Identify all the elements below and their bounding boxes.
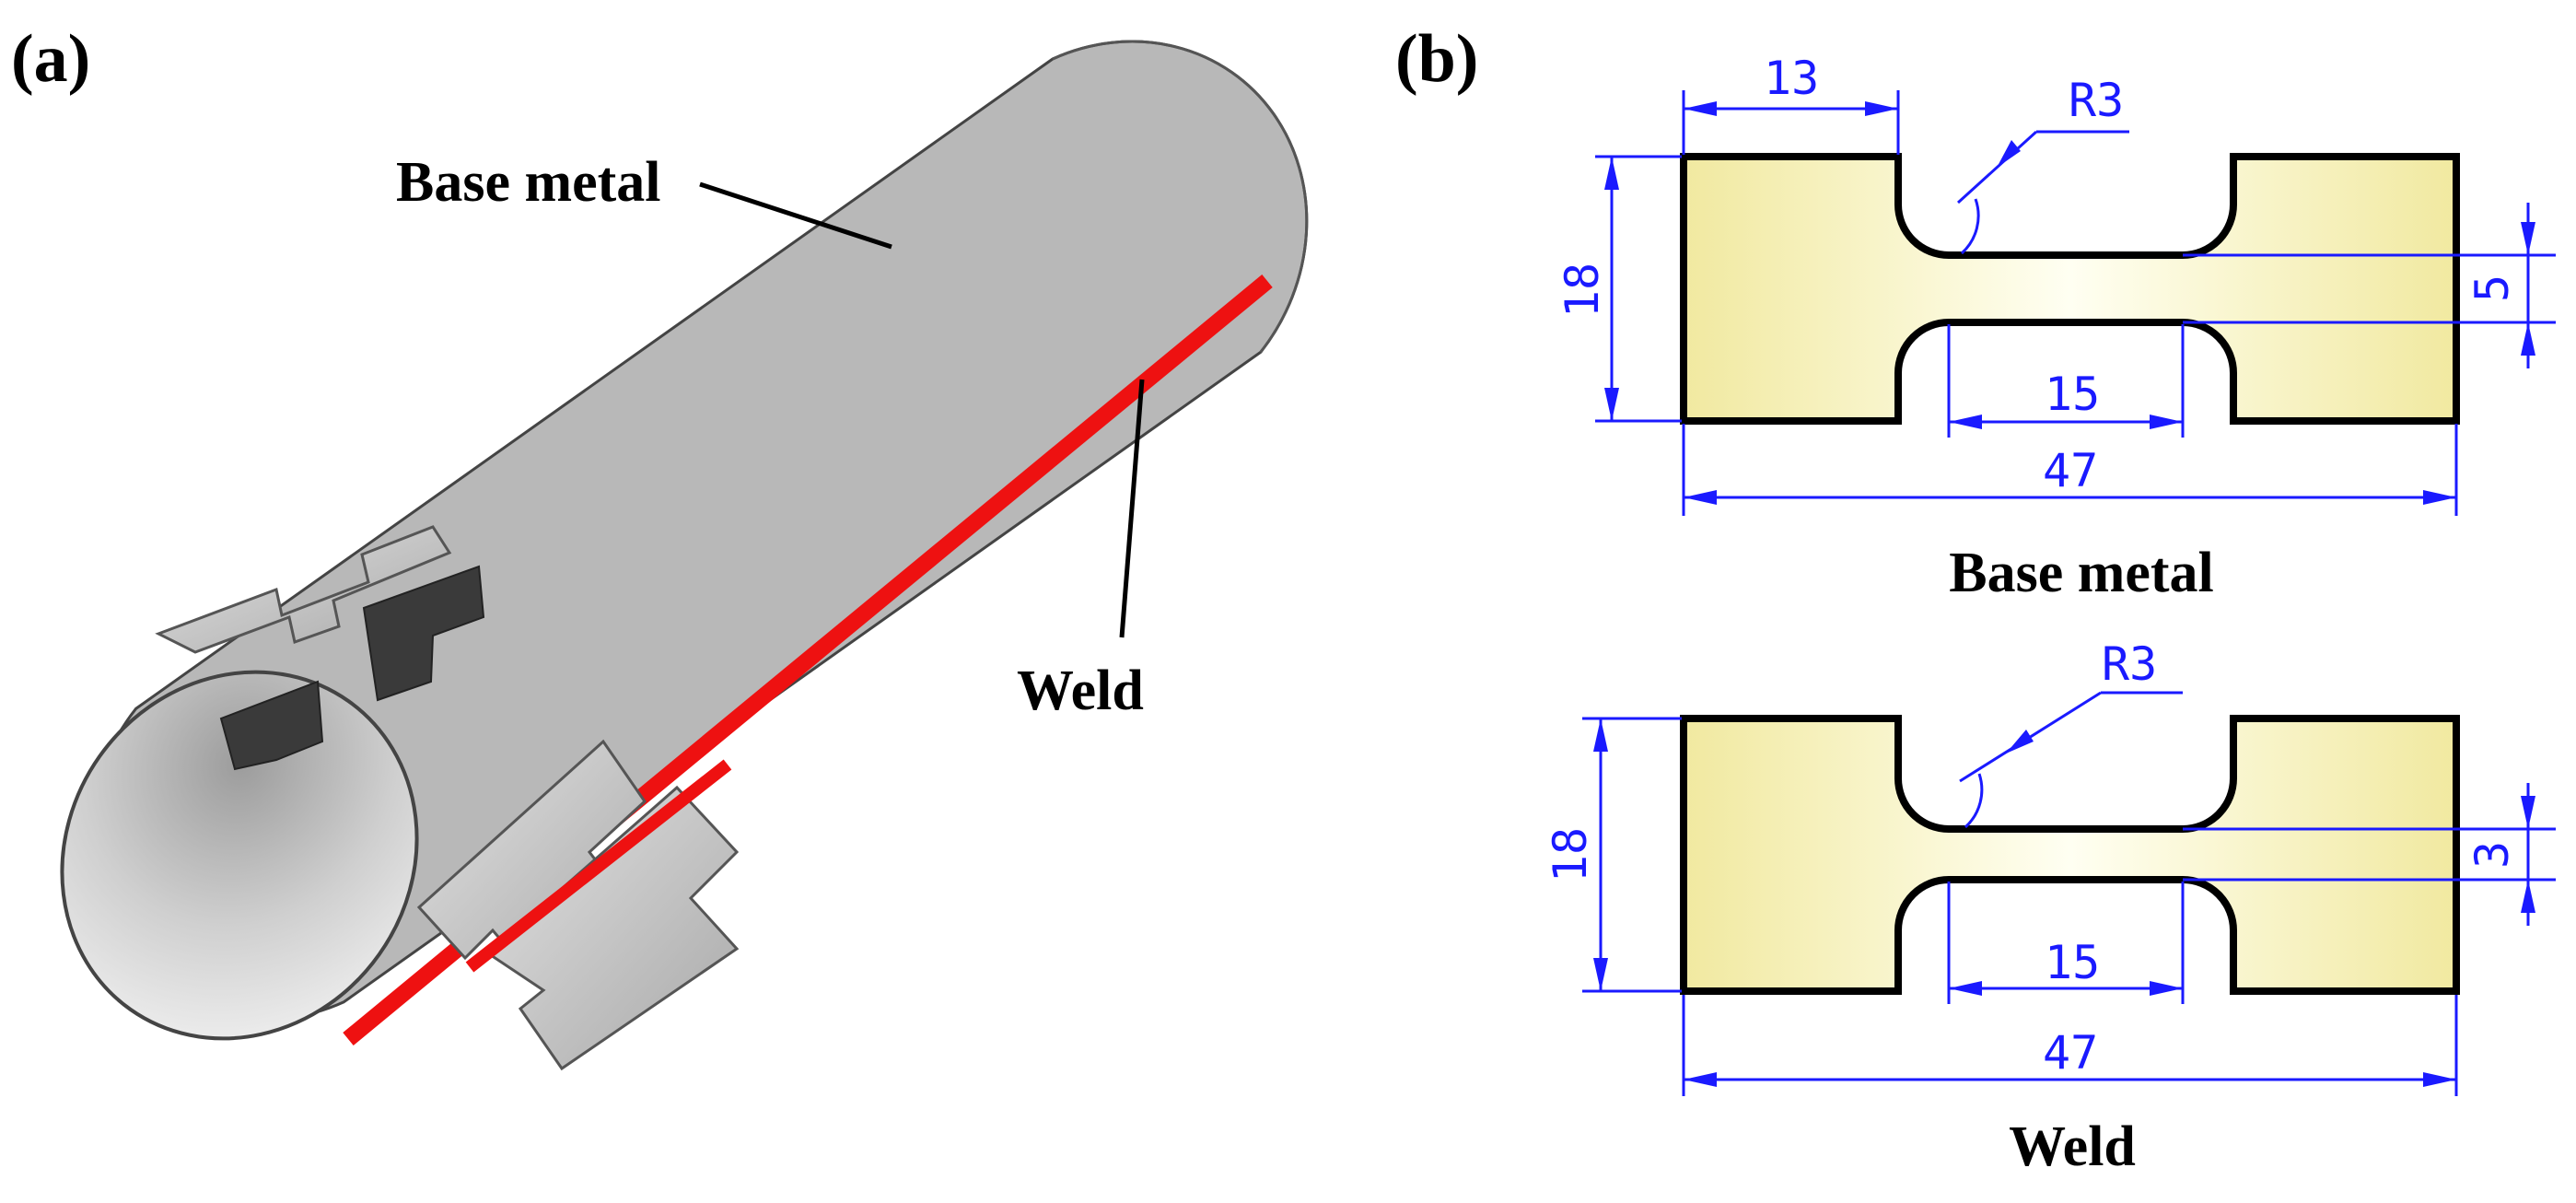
dim-radius-label: R3 <box>2102 637 2157 691</box>
dim-gauge-width-label: 5 <box>2465 274 2519 302</box>
dim-radius <box>1959 691 2183 829</box>
base-metal-leader <box>699 181 892 250</box>
specimen-base-metal-caption: Base metal <box>1949 542 2214 604</box>
dim-height <box>1582 717 1682 993</box>
pipe-far-rim <box>1052 40 1309 354</box>
cutout-hole-upper <box>362 565 485 702</box>
dim-radius-label: R3 <box>2069 74 2124 127</box>
dim-gauge-length-label: 15 <box>2045 936 2100 989</box>
specimen-weld: R3 18 3 15 <box>1544 637 2556 1096</box>
dim-gauge-width-label: 3 <box>2465 841 2519 869</box>
dim-total-length-label: 47 <box>2043 444 2098 497</box>
panel-a-label: (a) <box>11 21 90 97</box>
dim-gauge-length <box>1947 324 2185 438</box>
specimen-base-metal: 13 R3 18 5 <box>1556 52 2556 516</box>
specimen-weld-caption: Weld <box>2009 1115 2136 1178</box>
cutout-hole-lower <box>219 680 324 771</box>
dim-grip-length <box>1682 90 1900 155</box>
dim-total-length <box>1682 424 2458 516</box>
pipe-open-end <box>60 670 419 1041</box>
weld-seam-segment <box>465 759 732 973</box>
dim-radius <box>1956 130 2129 255</box>
dim-total-length <box>1682 995 2458 1096</box>
dim-height <box>1595 155 1682 423</box>
specimen-outline <box>1680 715 2460 995</box>
weld-leader <box>1119 379 1145 638</box>
weld-callout: Weld <box>1017 660 1144 722</box>
specimen-outline <box>1680 153 2460 425</box>
base-metal-callout: Base metal <box>396 151 661 214</box>
pipe-drawing <box>60 40 1309 1071</box>
floating-coupon <box>155 525 452 654</box>
dim-gauge-length <box>1947 882 2185 1004</box>
panel-b-label: (b) <box>1395 21 1478 97</box>
dim-gauge-length-label: 15 <box>2045 368 2100 421</box>
weld-coupon-2 <box>485 785 740 1071</box>
dim-grip-length-label: 13 <box>1764 52 1819 105</box>
dim-total-length-label: 47 <box>2043 1026 2098 1080</box>
dim-height-label: 18 <box>1544 827 1597 882</box>
dim-height-label: 18 <box>1556 263 1609 318</box>
